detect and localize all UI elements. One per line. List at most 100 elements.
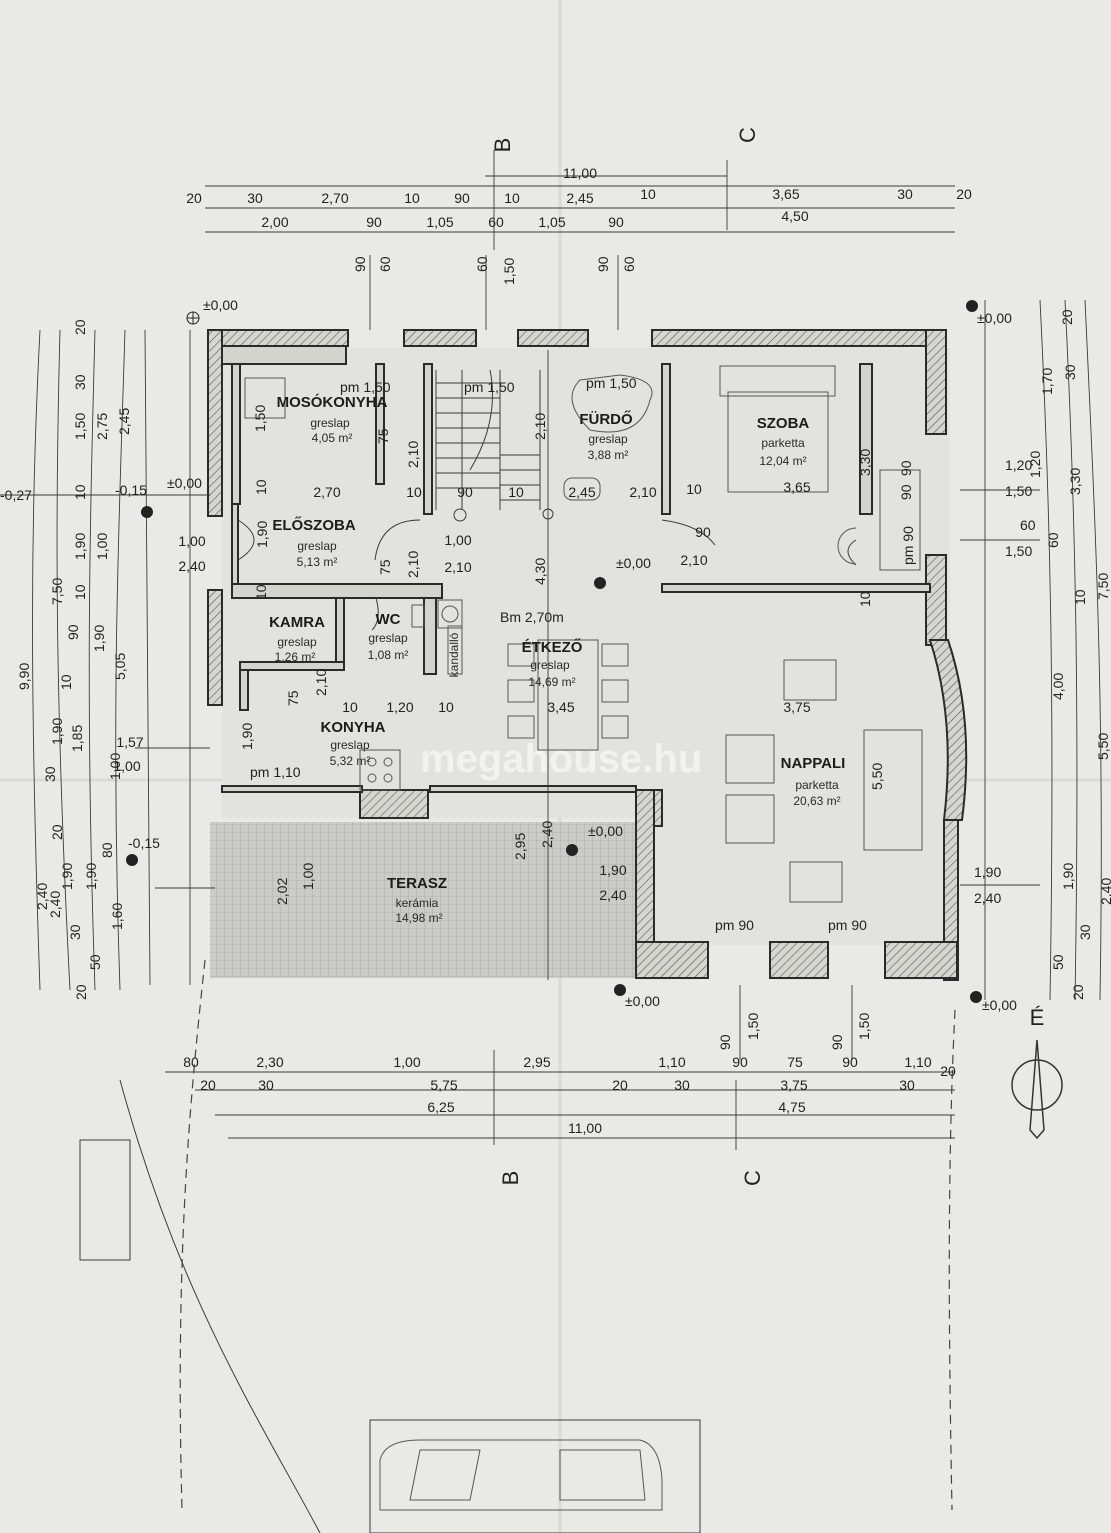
svg-text:FÜRDŐ: FÜRDŐ [579, 410, 633, 428]
svg-text:SZOBA: SZOBA [757, 415, 810, 432]
svg-text:12,04 m²: 12,04 m² [759, 454, 806, 468]
svg-text:10: 10 [686, 481, 702, 497]
svg-text:90: 90 [454, 190, 470, 206]
svg-text:NAPPALI: NAPPALI [781, 755, 846, 772]
svg-text:5,50: 5,50 [869, 763, 885, 790]
svg-text:90: 90 [366, 214, 382, 230]
svg-text:1,20: 1,20 [1005, 457, 1032, 473]
svg-text:MOSÓKONYHA: MOSÓKONYHA [277, 393, 388, 411]
axis-b-bottom: B [498, 1171, 523, 1186]
svg-text:2,10: 2,10 [629, 484, 656, 500]
window-pm90-c: pm 90 [900, 526, 916, 565]
kandallo-label: kandalló [447, 632, 461, 677]
svg-text:2,30: 2,30 [256, 1054, 283, 1070]
road-curve [119, 1079, 321, 1533]
svg-text:2,40: 2,40 [178, 558, 205, 574]
svg-text:parketta: parketta [795, 778, 839, 792]
svg-text:4,30: 4,30 [532, 558, 548, 585]
svg-text:1,08 m²: 1,08 m² [368, 648, 409, 662]
svg-text:90: 90 [352, 256, 368, 272]
svg-text:90: 90 [457, 484, 473, 500]
svg-text:80: 80 [99, 842, 115, 858]
bottom-dimension-lines [165, 985, 955, 1139]
svg-text:4,75: 4,75 [778, 1099, 805, 1115]
svg-text:greslap: greslap [297, 539, 337, 553]
exterior-walls [207, 329, 968, 981]
svg-text:30: 30 [67, 924, 83, 940]
svg-text:5,13 m²: 5,13 m² [297, 555, 338, 569]
svg-text:10: 10 [406, 484, 422, 500]
svg-text:greslap: greslap [588, 432, 628, 446]
svg-text:10: 10 [72, 584, 88, 600]
svg-text:2,10: 2,10 [405, 441, 421, 468]
svg-text:KONYHA: KONYHA [320, 719, 385, 736]
svg-text:75: 75 [377, 559, 393, 575]
svg-text:2,95: 2,95 [512, 833, 528, 860]
svg-text:20: 20 [612, 1077, 628, 1093]
level-terrace: ±0,00 [588, 823, 623, 839]
svg-text:1,90: 1,90 [599, 862, 626, 878]
svg-text:20: 20 [200, 1077, 216, 1093]
svg-text:60: 60 [474, 256, 490, 272]
svg-text:1,00: 1,00 [94, 533, 110, 560]
svg-text:2,40: 2,40 [539, 821, 555, 848]
svg-text:60: 60 [1045, 532, 1061, 548]
bottom-dimensions: 80 2,30 1,00 2,95 1,10 90 75 90 1,10 20 … [183, 1013, 956, 1136]
svg-text:ÉTKEZŐ: ÉTKEZŐ [522, 638, 583, 656]
svg-text:10: 10 [72, 484, 88, 500]
svg-text:1,50: 1,50 [1005, 543, 1032, 559]
svg-text:1,70: 1,70 [1039, 368, 1055, 395]
window-pm90-a: pm 90 [715, 917, 754, 933]
watermark: megahouse.hu [420, 737, 702, 781]
svg-text:1,57: 1,57 [116, 734, 143, 750]
room-furdo: pm 1,50 FÜRDŐ greslap 3,88 m² [579, 375, 636, 462]
svg-text:3,88 m²: 3,88 m² [588, 448, 629, 462]
svg-text:1,50: 1,50 [501, 258, 517, 285]
svg-text:2,45: 2,45 [568, 484, 595, 500]
svg-text:2,10: 2,10 [532, 413, 548, 440]
svg-text:1,50: 1,50 [745, 1013, 761, 1040]
left-dimensions: 20 30 1,50 2,75 2,45 10 1,90 1,00 7,50 1… [16, 319, 144, 1000]
svg-text:1,90: 1,90 [91, 625, 107, 652]
svg-text:TERASZ: TERASZ [387, 875, 447, 892]
svg-text:30: 30 [897, 186, 913, 202]
level-entry: ±0,00 [167, 475, 202, 491]
svg-text:1,05: 1,05 [426, 214, 453, 230]
svg-text:2,70: 2,70 [313, 484, 340, 500]
svg-text:10: 10 [404, 190, 420, 206]
svg-text:10: 10 [1072, 589, 1088, 605]
svg-text:pm 1,50: pm 1,50 [340, 379, 391, 395]
room-wc: WC greslap 1,08 m² [368, 611, 409, 662]
svg-text:1,90: 1,90 [239, 723, 255, 750]
svg-text:parketta: parketta [761, 436, 805, 450]
svg-text:10: 10 [640, 186, 656, 202]
svg-text:1,50: 1,50 [72, 413, 88, 440]
svg-text:2,40: 2,40 [47, 891, 63, 918]
svg-text:11,00: 11,00 [568, 1120, 602, 1136]
svg-text:60: 60 [1020, 517, 1036, 533]
svg-text:3,75: 3,75 [783, 699, 810, 715]
level-west2: -0,15 [115, 482, 147, 498]
svg-text:3,30: 3,30 [857, 449, 873, 476]
svg-text:20: 20 [1070, 984, 1086, 1000]
room-nappali: NAPPALI parketta 20,63 m² [781, 755, 846, 808]
svg-text:2,10: 2,10 [680, 552, 707, 568]
svg-text:30: 30 [899, 1077, 915, 1093]
svg-text:2,10: 2,10 [313, 669, 329, 696]
svg-text:1,05: 1,05 [538, 214, 565, 230]
svg-text:4,00: 4,00 [1050, 673, 1066, 700]
svg-text:kerámia: kerámia [396, 896, 439, 910]
svg-text:2,40: 2,40 [974, 890, 1001, 906]
svg-text:7,50: 7,50 [1095, 573, 1111, 600]
svg-text:50: 50 [87, 954, 103, 970]
svg-text:4,50: 4,50 [781, 208, 808, 224]
svg-text:75: 75 [285, 690, 301, 706]
svg-text:90: 90 [829, 1034, 845, 1050]
svg-text:1,50: 1,50 [856, 1013, 872, 1040]
svg-text:2,70: 2,70 [321, 190, 348, 206]
svg-text:1,90: 1,90 [83, 863, 99, 890]
svg-text:3,65: 3,65 [772, 186, 799, 202]
svg-text:30: 30 [1077, 924, 1093, 940]
room-etkezo: Bm 2,70m ÉTKEZŐ greslap 14,69 m² [500, 609, 583, 689]
